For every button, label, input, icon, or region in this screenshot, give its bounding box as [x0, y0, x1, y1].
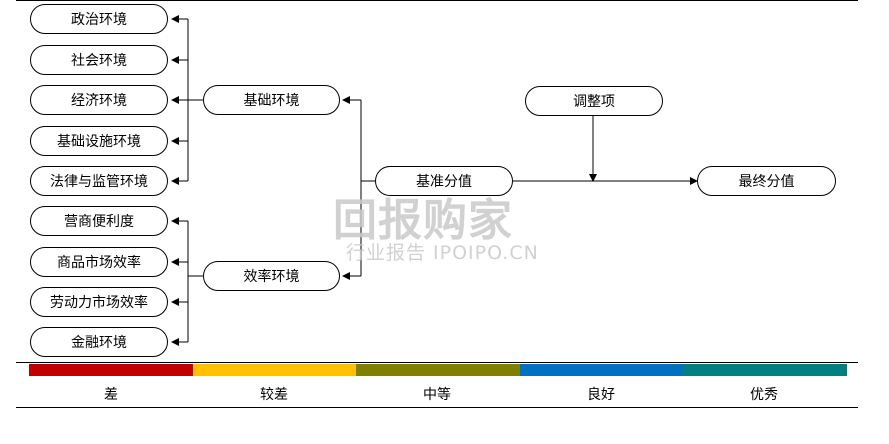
scale-label-good: 良好 — [587, 387, 615, 403]
node-society: 社会环境 — [30, 45, 168, 75]
node-law: 法律与监管环境 — [30, 166, 168, 196]
node-economy: 经济环境 — [30, 85, 168, 115]
scale-label-excellent: 优秀 — [750, 387, 778, 403]
scale-band-good — [520, 364, 683, 376]
scale-label-average: 中等 — [423, 387, 451, 403]
node-basic-environment: 基础环境 — [203, 85, 340, 115]
node-business: 营商便利度 — [30, 206, 168, 236]
node-adjustment: 调整项 — [525, 86, 663, 116]
node-market: 商品市场效率 — [30, 247, 168, 277]
node-politics: 政治环境 — [30, 4, 168, 34]
node-labor: 劳动力市场效率 — [30, 287, 168, 317]
watermark-logo-text: 回报购家 — [333, 195, 513, 246]
scale-band-average — [356, 364, 520, 376]
node-base-score: 基准分值 — [375, 166, 513, 196]
scale-band-excellent — [683, 364, 847, 376]
scale-band-poor — [29, 364, 193, 376]
node-final-score: 最终分值 — [697, 166, 836, 196]
scale-band-below-average — [193, 364, 356, 376]
node-finance: 金融环境 — [30, 327, 168, 357]
scale-label-below-average: 较差 — [260, 387, 288, 403]
scale-top-rule — [16, 362, 858, 363]
bottom-rule — [16, 407, 858, 408]
top-rule — [16, 0, 858, 1]
watermark-site-text: 行业报告 IPOIPO.CN — [346, 242, 539, 264]
scale-label-poor: 差 — [104, 387, 118, 403]
node-efficiency-environment: 效率环境 — [203, 261, 340, 291]
node-infrastructure: 基础设施环境 — [30, 126, 168, 156]
